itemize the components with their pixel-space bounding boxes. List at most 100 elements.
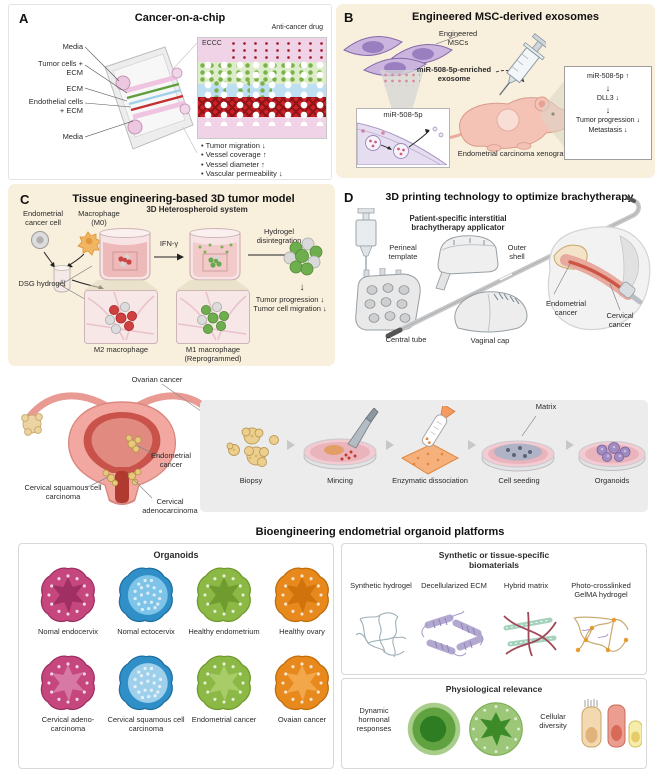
outer-shell-illustration	[435, 235, 499, 291]
inset-tag: ECCC	[202, 40, 222, 47]
outcome-item: Vascular permeability ↓	[201, 169, 329, 178]
applicator-label: Patient-specific interstitial brachyther…	[409, 214, 507, 233]
workflow-arrow-icon	[468, 440, 476, 450]
workflow-step-enzymatic: Enzymatic dissociation	[392, 476, 468, 485]
panel-c-letter: C	[20, 192, 30, 207]
exosome-inset-tag: miR-508-5p	[383, 110, 423, 119]
down-arrow-icon: ↓	[299, 282, 305, 293]
biomaterial-label: Photo-crosslinked GelMA hydrogel	[571, 581, 631, 599]
outer-shell-label: Outer shell	[507, 243, 527, 261]
m1-caption: M1 macrophage (Reprogrammed)	[184, 345, 242, 363]
gelma-hydrogel-art	[573, 616, 629, 653]
arrow-ifn	[154, 253, 184, 261]
matrix-label: Matrix	[535, 402, 557, 411]
msc-label: Engineered MSCs	[438, 29, 478, 47]
biomaterial-label: Decellularized ECM	[421, 581, 487, 590]
anti-cancer-drug-label: Anti-cancer drug	[271, 24, 323, 31]
chip-label-media-bottom: Media	[62, 132, 83, 141]
exosome-release-art	[357, 122, 447, 165]
panel-c-outcomes: Tumor progression ↓ Tumor cell migration…	[240, 295, 340, 314]
organoid-normal-ectocervix	[117, 566, 175, 624]
outcome-item: Tumor cell migration ↓	[253, 303, 327, 313]
zoom-wedge	[542, 74, 570, 154]
physiology-box-title: Physiological relevance	[445, 684, 543, 694]
organoid-cervical-adeno	[39, 654, 97, 712]
chip-label-tumor: Tumor cells + ECM	[38, 59, 83, 77]
cancer-cell-label: Endometrial cancer cell	[22, 209, 64, 227]
organoids-dish-illustration	[578, 441, 646, 471]
disintegration-label: Hydrogel disintegration	[256, 227, 302, 245]
workflow-arrow-icon	[287, 440, 295, 450]
panel-a-letter: A	[19, 11, 29, 26]
chip-label-endothelial: Endothelial cells + ECM	[28, 97, 83, 115]
outcome-item: Tumor migration ↓	[201, 141, 329, 150]
down-arrow-icon: ↓	[605, 104, 611, 115]
uterus-illustration	[21, 383, 223, 505]
cell-diversity-art	[581, 699, 642, 748]
panel-a-title: Cancer-on-a-chip	[134, 12, 226, 24]
macrophage-label: Macrophage (M0)	[78, 209, 120, 227]
workflow-arrow-icon	[566, 440, 574, 450]
ifn-gamma-label: IFN-γ	[159, 239, 179, 248]
released-spheroid	[283, 237, 323, 276]
enzymatic-illustration	[400, 406, 460, 475]
organoid-ovarian-cancer	[273, 654, 331, 712]
uterus-label-ovarian: Ovarian cancer	[131, 375, 183, 384]
biomaterials-box: Synthetic or tissue-specific biomaterial…	[341, 543, 647, 675]
dsg-hydrogel-label: DSG hydrogel	[18, 279, 66, 288]
exosome-label: miR-508-5p-enriched exosome	[416, 65, 492, 83]
chip-label-media-top: Media	[62, 42, 83, 51]
exosome-dots	[382, 72, 420, 86]
mechanism-box: miR-508-5p ↑ ↓ DLL3 ↓ ↓ Tumor progressio…	[564, 66, 652, 160]
pelvic-anatomy-illustration	[547, 226, 651, 331]
workflow-step-organoids: Organoids	[594, 476, 630, 485]
uterus-label-endometrial: Endometrial cancer	[150, 451, 192, 469]
workflow-step-seeding: Cell seeding	[498, 476, 540, 485]
chip-label-ecm: ECM	[66, 84, 83, 93]
organoid-label: Endometrial cancer	[191, 715, 257, 724]
cell-seeding-illustration	[481, 415, 555, 472]
msc-cells-illustration	[343, 35, 459, 77]
organoid-cervical-squamous	[117, 654, 175, 712]
xenograft-caption: Endometrial carcinoma xenograft model	[457, 149, 591, 158]
organoid-endometrial-cancer	[195, 654, 253, 712]
m2-caption: M2 macrophage	[93, 345, 149, 354]
beaker-m1	[189, 228, 241, 281]
biomaterial-label: Synthetic hydrogel	[350, 581, 412, 590]
workflow-step-mincing: Mincing	[327, 476, 353, 485]
organoid-label: Ovaian cancer	[277, 715, 327, 724]
central-tube-label: Central tube	[385, 335, 427, 344]
wedge-1	[84, 280, 158, 290]
outcome-item: Tumor progression ↓	[255, 295, 325, 304]
workflow-step-biopsy: Biopsy	[239, 476, 263, 485]
hormonal-responses-label: Dynamic hormonal responses	[356, 706, 392, 733]
panel-a-outcomes: Tumor migration ↓ Vessel coverage ↑ Vess…	[201, 141, 329, 179]
anatomy-endometrial-label: Endometrial cancer	[545, 299, 587, 317]
organoid-normal-endocervix	[39, 566, 97, 624]
down-arrow-icon: ↓	[605, 82, 611, 93]
panel-d-letter: D	[344, 190, 354, 205]
heterospheroid-label: 3D Heterospheroid system	[146, 205, 248, 214]
perineal-template-illustration	[355, 268, 421, 331]
synthetic-hydrogel-art	[355, 612, 407, 658]
cascade-item: DLL3 ↓	[596, 95, 620, 102]
panel-b-title: Engineered MSC-derived exosomes	[411, 11, 600, 23]
panel-c-title: Tissue engineering-based 3D tumor model	[72, 193, 295, 205]
cascade-item: miR-508-5p ↑	[586, 73, 629, 80]
m2-inset	[84, 290, 158, 344]
chip-illustration	[85, 42, 198, 154]
syringe-illustration	[499, 33, 546, 96]
organoid-label: Nomal endocervix	[37, 627, 99, 636]
panel-b-letter: B	[344, 10, 354, 25]
outcome-item: Vessel diameter ↑	[201, 160, 329, 169]
hormonal-organoid-1	[404, 699, 464, 759]
organoids-box: Organoids Nomal endocervix Nomal ectocer…	[18, 543, 334, 769]
extruder-illustration	[355, 208, 377, 278]
panel-d: D 3D printing technology to optimize bra…	[340, 184, 655, 366]
cellular-diversity-label: Cellular diversity	[539, 712, 567, 730]
organoids-box-title: Organoids	[153, 550, 199, 560]
central-tube-illustration	[385, 196, 641, 339]
platforms-title: Bioengineering endometrial organoid plat…	[255, 526, 505, 538]
biomaterial-label: Hybrid matrix	[503, 581, 549, 590]
physiology-box: Physiological relevance Dynamic hormonal…	[341, 678, 647, 769]
